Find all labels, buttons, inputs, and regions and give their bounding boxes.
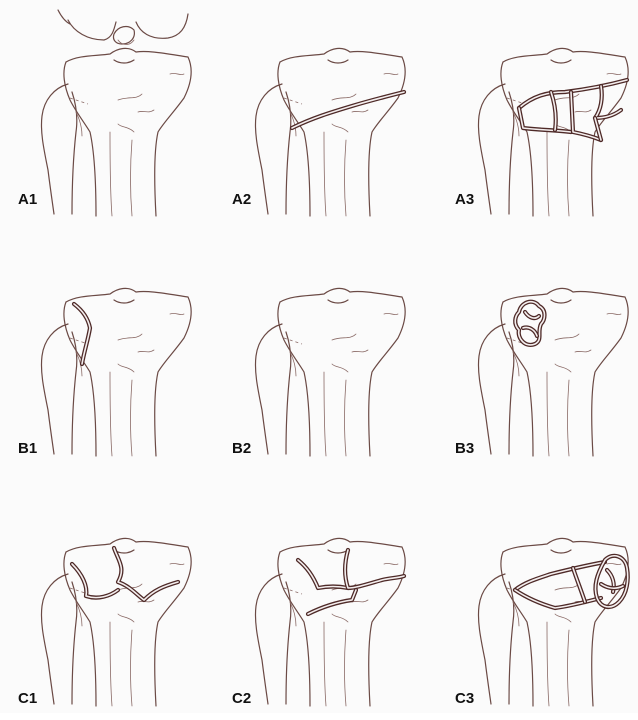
panel-b2 bbox=[232, 240, 432, 470]
panel-label-b2: B2 bbox=[232, 440, 251, 457]
fibula-inner bbox=[509, 92, 514, 214]
bone-texture bbox=[332, 563, 398, 622]
bone-texture bbox=[118, 313, 184, 372]
tibia-drawing-c3 bbox=[455, 490, 638, 720]
shaft-line bbox=[324, 622, 326, 706]
panel-a2 bbox=[232, 0, 432, 230]
fracture-line-c2-top bbox=[298, 560, 348, 588]
tibia-outline-medial bbox=[278, 552, 310, 706]
panel-a1 bbox=[18, 0, 218, 230]
panel-label-a1: A1 bbox=[18, 191, 37, 208]
panel-b3 bbox=[455, 240, 638, 470]
femoral-condyle-medial bbox=[68, 20, 116, 40]
panel-c2 bbox=[232, 490, 432, 720]
fibula-outline bbox=[41, 574, 68, 704]
tibia-drawing-c1 bbox=[18, 490, 218, 720]
bone-texture bbox=[555, 313, 621, 372]
tibia-drawing-b1 bbox=[18, 240, 218, 470]
tibia-drawing-b2 bbox=[232, 240, 432, 470]
shaft-line bbox=[110, 622, 112, 706]
fibula-inner bbox=[72, 92, 77, 214]
shaft-line bbox=[345, 630, 347, 706]
intercondylar-eminence bbox=[328, 550, 348, 553]
joint-dash bbox=[284, 338, 302, 344]
intercondylar-eminence bbox=[328, 300, 348, 303]
tibia-outline-medial bbox=[501, 552, 533, 706]
fibula-inner bbox=[286, 582, 291, 704]
bone-texture bbox=[332, 313, 398, 372]
fracture-line-c3-top bbox=[515, 562, 605, 590]
fibula-outline bbox=[478, 574, 505, 704]
tibia-outline-medial bbox=[278, 302, 310, 456]
panel-label-a2: A2 bbox=[232, 191, 251, 208]
shaft-line bbox=[547, 622, 549, 706]
joint-dash bbox=[70, 98, 88, 104]
joint-dash bbox=[284, 588, 302, 594]
panel-c1 bbox=[18, 490, 218, 720]
femoral-condyle-lateral bbox=[136, 14, 188, 38]
fibula-inner bbox=[72, 332, 77, 454]
fibula-outline bbox=[478, 324, 505, 454]
shaft-line bbox=[110, 372, 112, 456]
shaft-line bbox=[345, 140, 347, 216]
intercondylar-eminence bbox=[551, 300, 571, 303]
intercondylar-eminence bbox=[328, 60, 348, 63]
panel-label-c1: C1 bbox=[18, 690, 37, 707]
femur-edge bbox=[58, 10, 70, 24]
fracture-line-c3-low bbox=[515, 590, 601, 608]
panel-label-b3: B3 bbox=[455, 440, 474, 457]
shaft-line bbox=[547, 372, 549, 456]
intercondylar-eminence bbox=[551, 60, 571, 63]
panel-c3 bbox=[455, 490, 638, 720]
fibula-inner bbox=[72, 582, 77, 704]
shaft-line bbox=[568, 630, 570, 706]
shaft-line bbox=[547, 132, 549, 216]
fibula-outline bbox=[41, 324, 68, 454]
fracture-line-c1-left bbox=[72, 564, 118, 598]
shaft-line bbox=[568, 140, 570, 216]
panel-a3 bbox=[455, 0, 638, 230]
tibia-drawing-a2 bbox=[232, 0, 432, 230]
fibula-inner bbox=[286, 92, 291, 214]
fibula-outline bbox=[41, 84, 68, 214]
fracture-line-c1-right bbox=[114, 548, 178, 600]
shaft-line bbox=[110, 132, 112, 216]
tibia-drawing-c2 bbox=[232, 490, 432, 720]
panel-label-c2: C2 bbox=[232, 690, 251, 707]
shaft-line bbox=[324, 372, 326, 456]
fracture-line-c1-right-highlight bbox=[114, 548, 178, 600]
joint-dash bbox=[284, 98, 302, 104]
tibia-drawing-a1 bbox=[18, 0, 218, 230]
fibula-outline bbox=[255, 324, 282, 454]
fracture-line-c3-split-highlight bbox=[573, 568, 585, 602]
intercondylar-eminence bbox=[551, 550, 571, 553]
bone-texture bbox=[118, 73, 184, 132]
intercondylar-eminence bbox=[114, 60, 134, 63]
fibula-inner bbox=[509, 582, 514, 704]
panel-label-a3: A3 bbox=[455, 191, 474, 208]
shaft-line bbox=[131, 630, 133, 706]
panel-label-b1: B1 bbox=[18, 440, 37, 457]
fibula-outline bbox=[478, 84, 505, 214]
fibula-outline bbox=[255, 574, 282, 704]
tibia-drawing-b3 bbox=[455, 240, 638, 470]
fibula-inner bbox=[286, 332, 291, 454]
shaft-line bbox=[568, 380, 570, 456]
tibia-drawing-a3 bbox=[455, 0, 638, 230]
tibia-outline-medial bbox=[501, 62, 533, 216]
tibia-outline-medial bbox=[278, 62, 310, 216]
shaft-line bbox=[131, 140, 133, 216]
shaft-line bbox=[131, 380, 133, 456]
fibula-inner bbox=[509, 332, 514, 454]
fracture-line-c2-right-highlight bbox=[345, 550, 404, 588]
intercondylar-eminence bbox=[114, 300, 134, 303]
panel-label-c3: C3 bbox=[455, 690, 474, 707]
shaft-line bbox=[324, 132, 326, 216]
tibia-outline-medial bbox=[64, 62, 96, 216]
panel-b1 bbox=[18, 240, 218, 470]
fibula-outline bbox=[255, 84, 282, 214]
eminence-knob bbox=[113, 27, 134, 44]
shaft-line bbox=[345, 380, 347, 456]
